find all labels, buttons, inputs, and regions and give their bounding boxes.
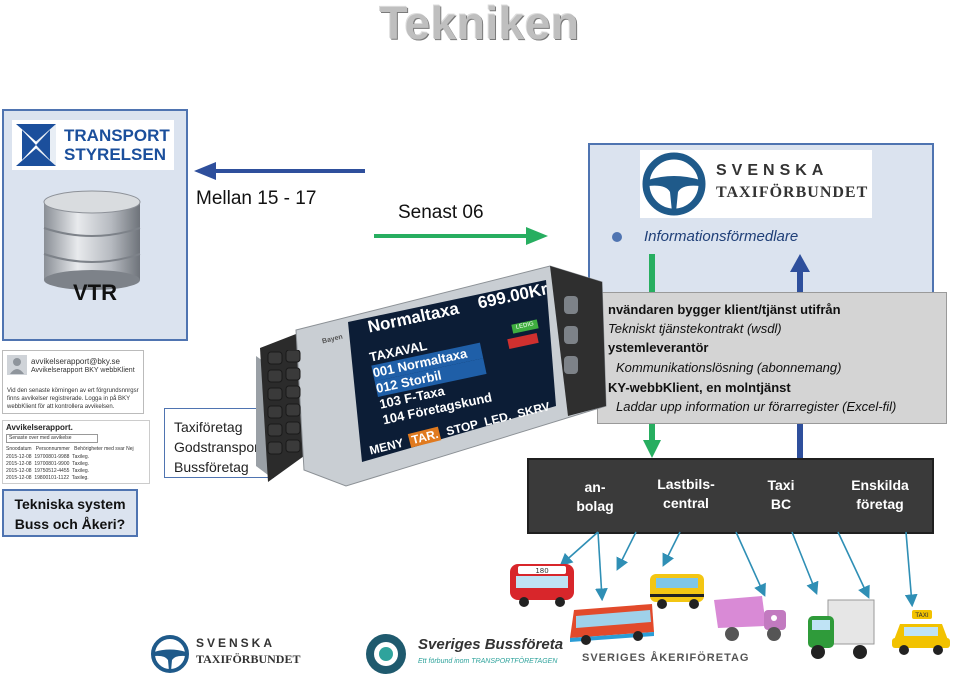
companies-list: Taxiföretag Godstransport Bussföretag [164,408,274,478]
report-header-row: Snoodatum Personnummer Behörigheter med … [6,446,134,452]
taximeter-side-button[interactable] [564,326,578,344]
report-col-0: Snoodatum [6,446,32,452]
ts-logo-line2: STYRELSEN [64,145,167,164]
footer-stf-line1: SVENSKA [196,636,276,650]
stf-logo-line2: TAXIFÖRBUNDET [716,184,869,201]
central-2-line1: Taxi [767,477,795,493]
info-line-6: Laddar upp information ur förarregister … [616,399,897,414]
info-line-3: ystemleverantör [608,340,709,355]
footer-buss-line1: Sveriges Bussföreta [418,636,564,653]
info-line-2: Tekniskt tjänstekontrakt (wsdl) [608,321,782,336]
email-body: Vid den senaste körningen av ert förgrun… [7,388,139,410]
centrals-panel [527,458,934,534]
stf-logo-line1: SVENSKA [716,162,829,179]
central-2-line2: BC [770,496,792,512]
steering-wheel-icon [151,635,189,673]
stf-role: Informationsförmedlare [644,228,799,245]
table-row: 2015-12-08 19700801-9900 Taxileg. [6,461,90,467]
taxi-sign: TAXI [914,612,928,619]
taximeter-device: Normaltaxa 699.00Kr LEDIG TAXAVAL 001 No… [250,256,610,496]
footer-stf-line2: TAXIFÖRBUNDET [196,652,301,666]
dump-truck-icon [714,596,786,641]
company-item: Bussföretag [174,459,249,475]
transportstyrelsen-logo: TRANSPORT STYRELSEN [12,120,174,170]
report-title: Avvikelserapport. [6,423,73,432]
vehicle-arrows [559,531,918,608]
footer-logo-bussforetagen: Sveriges Bussföreta Ett förbund inom TRA… [364,630,584,678]
email-subject: Avvikelserapport BKY webbKlient [31,367,135,374]
tek-line2: Buss och Åkeri? [14,516,126,532]
central-1-line1: Lastbils- [657,476,715,492]
report-filter: Senaste over med avvikelse [6,434,98,443]
central-3: Enskilda företag [840,476,920,514]
bus-wheel-icon [366,634,406,674]
table-row: 2015-12-08 19800101-1122 Taxileg. [6,475,89,481]
footer-buss-line2: Ett förbund inom TRANSPORTFÖRETAGEN [418,658,558,665]
report-col-1: Personnummer [35,446,70,452]
footer-logo-akeriforetag: SVERIGES ÅKERIFÖRETAG [582,652,750,664]
company-item: Taxiföretag [174,419,243,435]
tek-line1: Tekniska system [14,496,126,512]
info-line-4: Kommunikationslösning (abonnemang) [616,360,842,375]
central-1: Lastbils-central [646,475,726,513]
avatar-icon [7,355,27,375]
company-item: Godstransport [174,439,263,455]
central-3-line1: Enskilda [851,477,909,493]
info-line-1: nvändaren bygger klient/tjänst utifrån [608,302,841,317]
database-icon [43,190,141,290]
email-from: avvikelserapport@bky.se [31,357,120,366]
arrow-down-icon [643,254,661,458]
taxiforbundet-logo: SVENSKA TAXIFÖRBUNDET [640,150,872,218]
report-col-2: Behörigheter med svar Nej [74,446,134,452]
central-3-line2: företag [856,496,904,512]
arrow-left-icon [194,162,365,180]
arrow-right-icon [374,227,548,245]
taxi-icon: TAXI [892,610,950,655]
arrow-up-icon [790,254,810,462]
footer-logo-taxiforbundet: SVENSKA TAXIFÖRBUNDET [150,632,320,674]
central-1-line2: central [663,495,709,511]
table-row: 2015-12-08 19750512-4455 Taxileg. [6,468,90,474]
city-bus-icon [570,604,654,645]
info-line-5: KY-webbKlient, en molntjänst [608,380,791,395]
truck-icon [808,599,875,659]
keypad [267,350,301,455]
info-panel [597,292,947,424]
bullet-dot [612,232,622,242]
school-bus-icon [650,574,704,609]
report-preview: Avvikelserapport. Senaste over med avvik… [2,420,150,484]
ts-logo-line1: TRANSPORT [64,126,170,145]
central-0: an-bolag [560,478,630,516]
central-0-line2: bolag [576,498,614,514]
page-title: Tekniken [379,0,580,49]
vtr-label: VTR [73,280,117,305]
arrow-right-label: Senast 06 [398,202,484,223]
email-preview: avvikelserapport@bky.se Avvikelserapport… [2,350,144,414]
tekniska-system-box: Tekniska system Buss och Åkeri? [2,489,138,537]
taximeter-side-button[interactable] [564,296,578,314]
table-row: 2015-12-08 19700801-9988 Taxileg. [6,454,90,460]
taximeter-side-button[interactable] [564,356,578,374]
bus-icon: 180 [510,564,574,607]
bus-sign: 180 [535,567,548,575]
central-0-line1: an- [584,479,606,495]
arrow-left-label: Mellan 15 - 17 [196,188,317,209]
steering-wheel-icon [642,152,706,216]
